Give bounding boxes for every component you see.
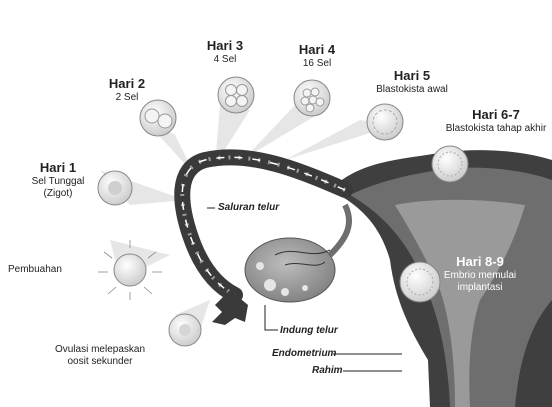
stage-day-6-7-title: Hari 6-7 <box>440 107 552 123</box>
stage-day-1: Hari 1 Sel Tunggal (Zigot) <box>22 160 94 200</box>
stage-day-3: Hari 3 4 Sel <box>190 38 260 66</box>
cell-day-6-7 <box>432 146 468 182</box>
ovulation-label: Ovulasi melepaskan oosit sekunder <box>40 344 160 368</box>
stage-day-6-7-desc: Blastokista tahap akhir <box>440 123 552 135</box>
stage-day-6-7: Hari 6-7 Blastokista tahap akhir <box>440 107 552 135</box>
endometrium-label: Endometrium <box>272 348 336 359</box>
ovary <box>245 205 349 302</box>
stage-day-2: Hari 2 2 Sel <box>92 76 162 104</box>
stage-day-8-9-desc2: implantasi <box>440 282 520 294</box>
stage-day-4-title: Hari 4 <box>282 42 352 58</box>
stage-day-5: Hari 5 Blastokista awal <box>362 68 462 96</box>
ovulation-label-line2: oosit sekunder <box>40 356 160 368</box>
stage-day-8-9-title: Hari 8-9 <box>440 254 520 270</box>
stage-day-5-title: Hari 5 <box>362 68 462 84</box>
ovary-label: Indung telur <box>280 325 338 336</box>
cell-day-2 <box>140 100 176 136</box>
stage-day-3-desc: 4 Sel <box>190 54 260 66</box>
stage-day-5-desc: Blastokista awal <box>362 84 462 96</box>
stage-day-1-title: Hari 1 <box>22 160 94 176</box>
cell-ovulation <box>169 314 201 346</box>
uterus-label: Rahim <box>312 365 343 376</box>
stage-day-1-desc: Sel Tunggal <box>22 176 94 188</box>
stage-day-8-9: Hari 8-9 Embrio memulai implantasi <box>440 254 520 294</box>
stage-day-2-desc: 2 Sel <box>92 92 162 104</box>
cell-day-3 <box>218 77 254 113</box>
cell-day-4 <box>294 80 330 116</box>
stage-day-2-title: Hari 2 <box>92 76 162 92</box>
stage-day-3-title: Hari 3 <box>190 38 260 54</box>
stage-day-4: Hari 4 16 Sel <box>282 42 352 70</box>
stage-day-8-9-desc: Embrio memulai <box>440 270 520 282</box>
ovulation-label-line1: Ovulasi melepaskan <box>40 344 160 356</box>
fallopian-tube-label: Saluran telur <box>218 202 279 213</box>
fallopian-tube <box>182 157 345 325</box>
cell-day-8-9 <box>400 262 440 302</box>
cell-day-5 <box>367 104 403 140</box>
stage-day-4-desc: 16 Sel <box>282 58 352 70</box>
fertilization-label: Pembuahan <box>8 264 62 276</box>
stage-day-1-desc2: (Zigot) <box>22 188 94 200</box>
cell-day-1 <box>98 171 132 205</box>
